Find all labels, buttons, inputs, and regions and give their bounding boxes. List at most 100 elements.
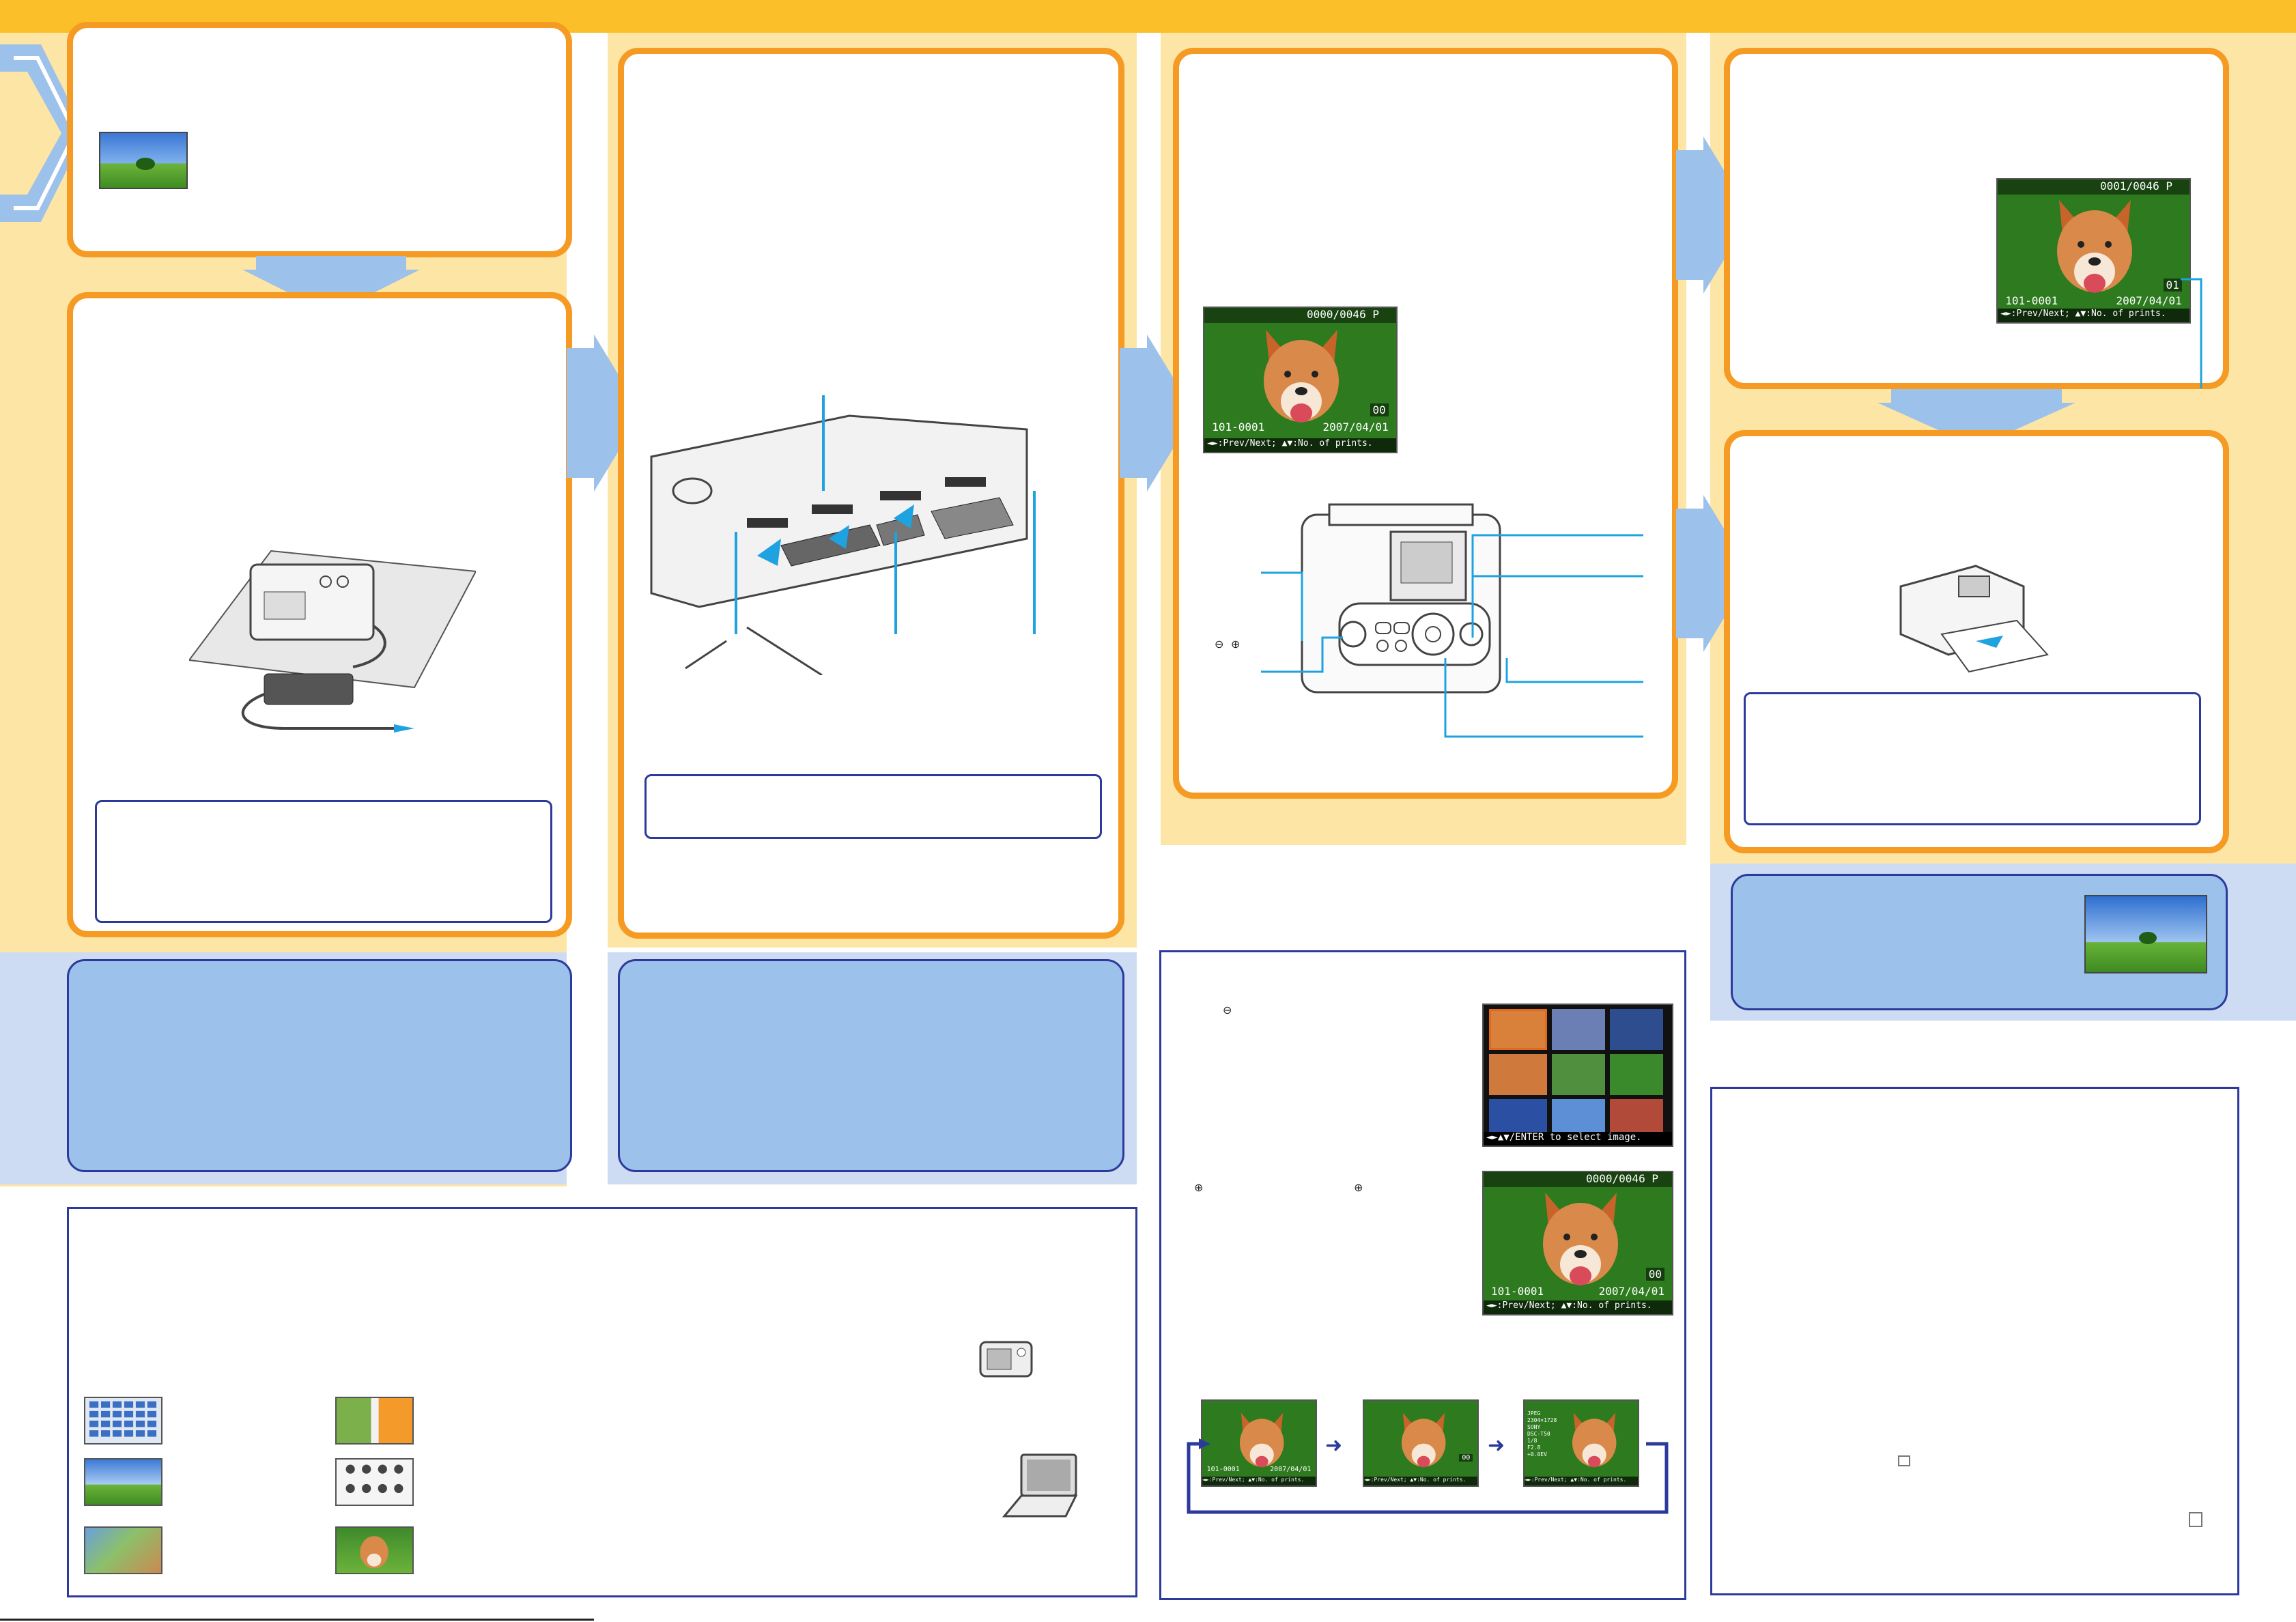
tree-shape — [136, 158, 155, 170]
lcd-nav-hint: ◄►:Prev/Next; ▲▼:No. of prints. — [1998, 309, 2189, 322]
exif-line: 2304×1728 — [1527, 1417, 1557, 1423]
step-5-box: 0001/0046 P 01 101-0001 2007/04/01 ◄►:Pr… — [1724, 48, 2229, 389]
dog-photo — [1565, 1408, 1624, 1476]
dog-photo — [1395, 1408, 1453, 1476]
leader-line-slot-2 — [822, 395, 825, 491]
exif-line: F2.8 — [1527, 1445, 1541, 1451]
lcd-nav-hint: ◄►:Prev/Next; ▲▼:No. of prints. — [1525, 1477, 1638, 1485]
lcd-nav-hint: ◄►:Prev/Next; ▲▼:No. of prints. — [1484, 1300, 1672, 1314]
lcd-index-hint: ◄►▲▼/ENTER to select image. — [1484, 1132, 1672, 1146]
lcd-file-number: 101-0001 — [1206, 1466, 1240, 1473]
exif-line: SONY — [1527, 1424, 1541, 1430]
lcd-single-screen: 0000/0046 P 00 101-0001 2007/04/01 ◄►:Pr… — [1482, 1171, 1673, 1315]
lcd-date: 2007/04/01 — [2116, 294, 2182, 307]
cycle-loop-line — [1187, 1438, 1669, 1514]
layout-id-photo-thumb — [335, 1458, 414, 1506]
step-6-note-box — [1744, 692, 2201, 825]
exif-line: 1/8 — [1527, 1438, 1537, 1444]
right-arrow-4 — [1676, 495, 1751, 652]
index-thumb — [1552, 1099, 1605, 1135]
exif-line: +0.0EV — [1527, 1451, 1547, 1457]
lcd-file-number: 101-0001 — [1491, 1285, 1544, 1298]
column-4-info-panel — [1731, 874, 2228, 1010]
zoom-in-icon: ⊕ — [1194, 1182, 1204, 1194]
printer-output-illustration — [1894, 559, 2051, 675]
laptop-computer-illustration — [1001, 1451, 1083, 1520]
index-thumb — [1610, 1054, 1663, 1095]
layout-split-thumb — [335, 1397, 414, 1445]
index-thumb — [1610, 1009, 1663, 1050]
leader-line-slot-4 — [1033, 491, 1036, 634]
printer-power-illustration — [188, 524, 477, 749]
footer-rule — [0, 1619, 594, 1621]
dog-photo — [1252, 323, 1351, 436]
tree-shape — [2139, 932, 2157, 944]
zoom-out-icon: ⊖ — [1215, 639, 1224, 651]
lcd-file-number: 101-0001 — [2005, 294, 2058, 307]
exif-line: DSC-T50 — [1527, 1431, 1550, 1437]
step-2-note-box — [95, 800, 552, 923]
lcd-date: 2007/04/01 — [1322, 421, 1389, 433]
lcd-top-status: 0000/0046 P — [1484, 1172, 1672, 1187]
lcd-index-screen: ◄►▲▼/ENTER to select image. — [1482, 1004, 1673, 1147]
right-arrow-1 — [567, 335, 642, 492]
printer-front-panel-illustration — [1288, 501, 1514, 720]
printed-landscape-photo — [2084, 895, 2207, 973]
right-arrow-2 — [1120, 335, 1195, 492]
digital-camera-illustration — [977, 1332, 1035, 1386]
zoom-out-icon: ⊖ — [1223, 1005, 1232, 1016]
step-3-box — [618, 48, 1124, 939]
step-3-note-box — [644, 774, 1102, 839]
step-2-box — [67, 292, 572, 937]
sample-landscape-photo — [99, 132, 188, 189]
lcd-cycle-screen-3: JPEG 2304×1728 SONY DSC-T50 1/8 F2.8 +0.… — [1523, 1399, 1639, 1487]
display-modes-panel: ⊖ ◄►▲▼/ENTER to select image. ⊕ ⊕ 0000/0… — [1159, 950, 1686, 1600]
lcd-print-count: 01 — [2163, 279, 2182, 291]
cycle-arrow-icon: ➜ — [1488, 1434, 1505, 1457]
layout-single-thumb — [84, 1458, 162, 1506]
index-thumb — [1552, 1054, 1605, 1095]
memory-card-icon — [2189, 1512, 2202, 1527]
layout-collage-thumb — [84, 1526, 162, 1574]
layout-frame-thumb — [335, 1526, 414, 1574]
right-arrow-3 — [1676, 137, 1751, 294]
index-thumb — [1489, 1054, 1547, 1095]
lcd-cycle-screen-1: 101-0001 2007/04/01 ◄►:Prev/Next; ▲▼:No.… — [1201, 1399, 1317, 1487]
down-arrow-1 — [242, 256, 420, 314]
lcd-print-count-screen: 0001/0046 P 01 101-0001 2007/04/01 ◄►:Pr… — [1996, 178, 2191, 324]
leader-line-slot-1 — [735, 532, 737, 634]
step-1-box — [67, 22, 572, 257]
column-1-info-panel — [67, 959, 572, 1172]
column-2-info-panel — [618, 959, 1124, 1172]
index-thumb-selected — [1489, 1009, 1547, 1050]
layout-index-thumb — [84, 1397, 162, 1445]
lcd-print-count: 00 — [1370, 403, 1389, 416]
lcd-date: 2007/04/01 — [1598, 1285, 1664, 1298]
lcd-print-count: 00 — [1645, 1268, 1664, 1281]
lcd-file-number: 101-0001 — [1212, 421, 1265, 433]
index-thumb — [1610, 1099, 1663, 1135]
print-count-leader-line — [2181, 278, 2202, 388]
exif-line: JPEG — [1527, 1410, 1541, 1417]
cycle-arrow-icon: ➜ — [1325, 1434, 1343, 1457]
dog-photo — [1233, 1408, 1291, 1476]
lcd-top-status: 0001/0046 P — [1998, 180, 2189, 195]
lcd-cycle-screen-2: 00 ◄►:Prev/Next; ▲▼:No. of prints. — [1363, 1399, 1479, 1487]
lcd-nav-hint: ◄►:Prev/Next; ▲▼:No. of prints. — [1204, 438, 1396, 452]
lcd-nav-hint: ◄►:Prev/Next; ▲▼:No. of prints. — [1202, 1477, 1316, 1485]
panel-leader-lines — [1261, 534, 1643, 738]
lcd-nav-hint: ◄►:Prev/Next; ▲▼:No. of prints. — [1364, 1477, 1477, 1485]
small-square-icon — [1898, 1455, 1910, 1466]
leader-line-slot-3 — [894, 532, 897, 634]
lower-right-info-panel — [1710, 1087, 2239, 1595]
step-6-box — [1724, 430, 2229, 853]
dog-photo — [2045, 193, 2144, 306]
index-thumb — [1489, 1099, 1547, 1135]
memory-card-slots-illustration — [644, 402, 1054, 677]
index-thumb — [1552, 1009, 1605, 1050]
lcd-print-count: 00 — [1459, 1454, 1473, 1462]
dog-photo — [1531, 1186, 1630, 1298]
zoom-in-icon: ⊕ — [1354, 1182, 1363, 1194]
zoom-in-icon: ⊕ — [1231, 639, 1241, 651]
lcd-date: 2007/04/01 — [1270, 1466, 1312, 1473]
